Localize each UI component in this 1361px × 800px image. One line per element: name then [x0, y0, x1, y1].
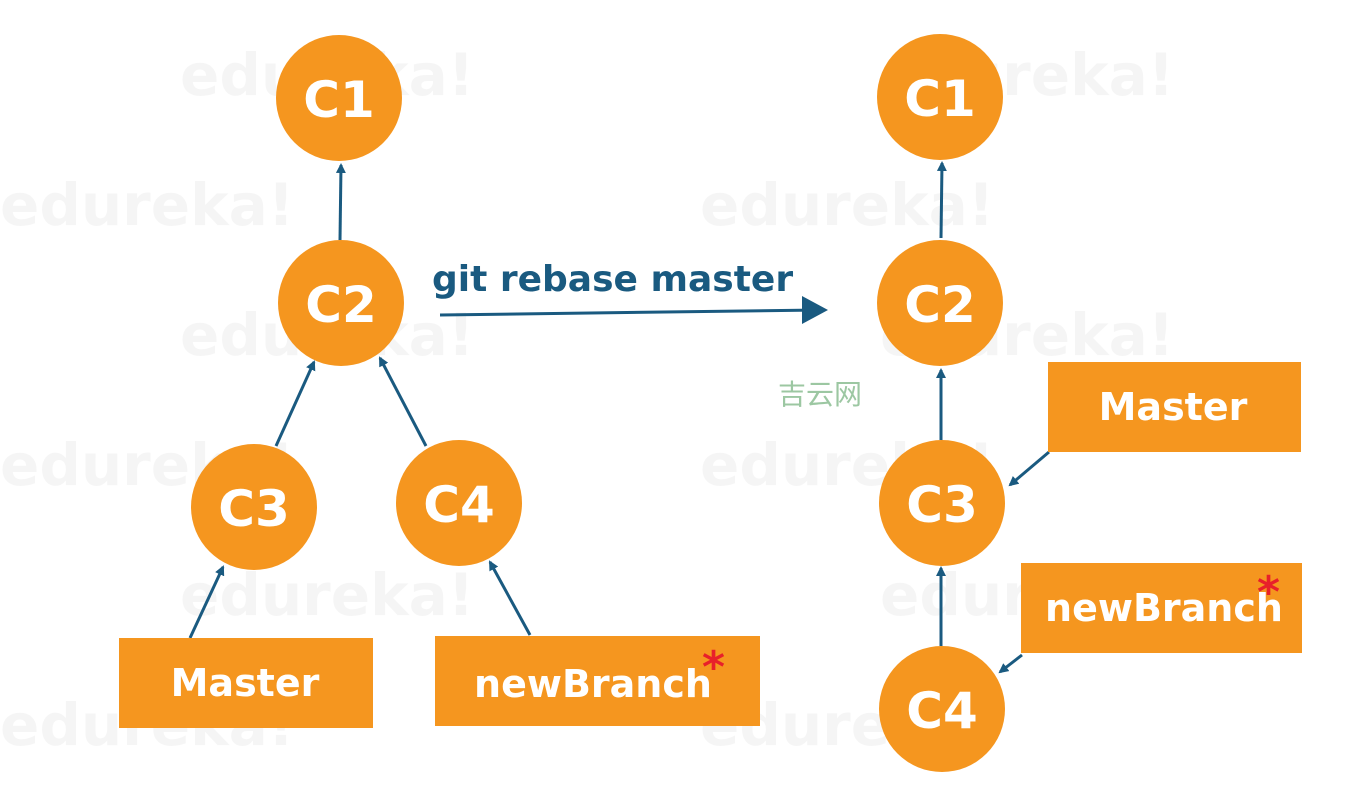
edge-newbranch-c4-after [998, 653, 1023, 674]
rebase-transition: git rebase master 吉云网 [432, 259, 862, 411]
watermark-text: edureka! [700, 171, 994, 239]
commit-node-c1-after [877, 34, 1003, 160]
branch-label-newbranch-after: newBranch [1045, 586, 1283, 630]
branch-box-newbranch-after [1021, 563, 1302, 653]
command-label: git rebase master [432, 259, 793, 300]
commit-label-c1-before: C1 [303, 71, 374, 129]
commit-node-c2-before [278, 240, 404, 366]
edge-master-c3-after [1008, 450, 1050, 487]
branch-box-newbranch-before [435, 636, 760, 726]
edge-master-c3-before [188, 565, 225, 639]
commit-node-c4-before [396, 440, 522, 566]
branch-label-newbranch-before: newBranch [474, 662, 712, 706]
commit-label-c3-after: C3 [906, 476, 977, 534]
edge-c4-c2-before [378, 356, 428, 447]
commit-node-c3-before [191, 444, 317, 570]
edge-c3-c2-before [274, 360, 316, 447]
commit-label-c1-after: C1 [904, 70, 975, 128]
edge-c2-c1-after [936, 161, 947, 239]
commit-label-c2-before: C2 [305, 276, 376, 334]
edge-newbranch-c4-before [488, 560, 532, 636]
watermark-text: edureka! [180, 561, 474, 629]
watermark-text: edureka! [0, 171, 294, 239]
commit-label-c4-before: C4 [423, 476, 494, 534]
commit-node-c2-after [877, 240, 1003, 366]
commit-label-c4-after: C4 [906, 682, 977, 740]
current-branch-star-before: * [702, 642, 725, 693]
before-graph: C1 C2 C3 C4 Master newBranch * [119, 35, 760, 728]
branch-label-master-before: Master [171, 661, 320, 705]
branch-box-master-before [119, 638, 373, 728]
commit-node-c4-after [879, 646, 1005, 772]
branch-box-master-after [1048, 362, 1301, 452]
edge-c2-c1-before [335, 163, 346, 241]
transition-arrow [439, 305, 822, 317]
after-graph: C1 C2 C3 C4 Master newBranch * [877, 34, 1302, 772]
transition-arrowhead [802, 296, 828, 324]
commit-node-c3-after [879, 440, 1005, 566]
branch-label-master-after: Master [1099, 385, 1248, 429]
commit-label-c3-before: C3 [218, 480, 289, 538]
site-watermark: 吉云网 [778, 378, 862, 411]
current-branch-star-after: * [1257, 567, 1280, 618]
commit-node-c1-before [276, 35, 402, 161]
commit-label-c2-after: C2 [904, 276, 975, 334]
